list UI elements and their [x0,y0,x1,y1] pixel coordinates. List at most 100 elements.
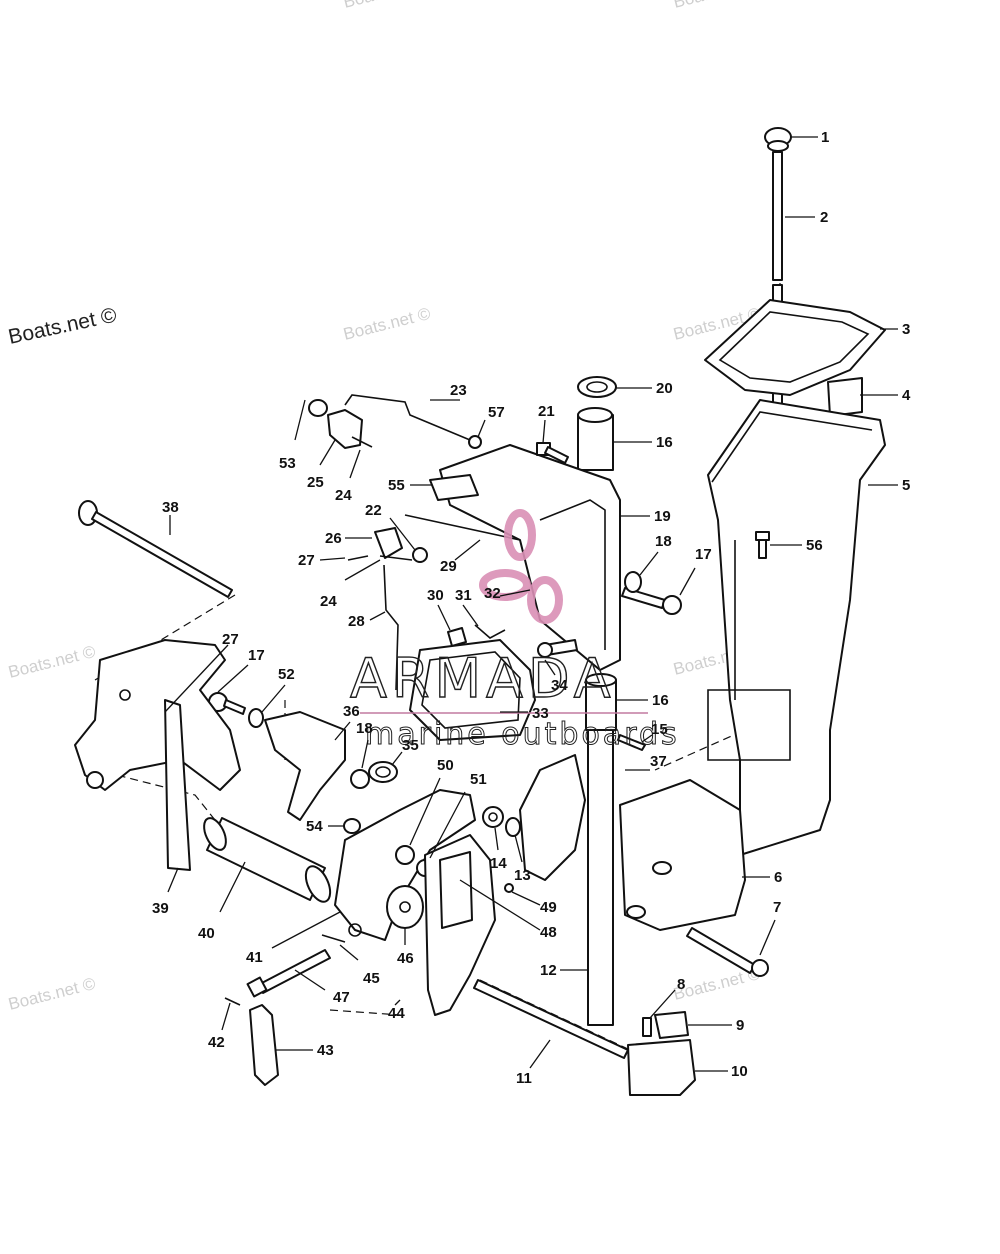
part-spring-31 [474,624,506,639]
watermark-main: Boats.net © [6,303,119,348]
callout-42: 42 [208,1034,225,1051]
callout-11: 11 [516,1070,532,1087]
brand-tagline: marine outboards [365,717,680,752]
callout-51: 51 [470,771,487,788]
callout-7: 7 [773,899,781,916]
part-grommet-1 [764,127,792,152]
part-washer-13 [505,817,521,837]
part-gasket-3 [704,299,886,396]
callout-48: 48 [540,924,557,941]
part-screw-49 [504,883,514,893]
callout-30: 30 [427,587,444,604]
part-bushing-16b [585,679,617,731]
callout-17: 17 [695,546,712,563]
callout-20: 20 [656,380,673,397]
watermark: Boats.net © [341,0,432,12]
callout-52: 52 [278,666,295,683]
part-washer-18-b [350,769,370,789]
callout-33: 33 [532,705,549,722]
callout-6: 6 [774,869,782,886]
part-washer-30 [447,627,467,647]
callout-19: 19 [654,508,671,525]
callout-27b: 27 [222,631,239,648]
part-cylinder-40 [203,817,332,903]
callout-1: 1 [821,129,829,146]
part-plate-4 [827,377,863,417]
part-nut-14 [482,806,504,828]
part-latch-55 [429,474,479,501]
part-bolt-17 [621,587,682,615]
callout-26: 26 [325,530,342,547]
callout-47: 47 [333,989,350,1006]
watermark: Boats.net © [671,0,762,12]
callout-21: 21 [538,403,555,420]
callout-25: 25 [307,474,324,491]
part-plate-39 [164,699,191,871]
part-clamp-bracket-right [519,754,586,881]
callout-32: 32 [484,585,501,602]
brand-propeller-icon [479,509,563,624]
part-bolt-7 [686,927,769,977]
part-pin-24-top [351,436,373,448]
part-knob-46 [386,885,424,929]
callout-41: 41 [246,949,263,966]
callout-17b: 17 [248,647,265,664]
part-clip-9 [654,1011,689,1039]
callout-27: 27 [298,552,315,569]
callout-18b: 18 [356,720,373,737]
part-pin-11 [473,979,629,1059]
callout-5: 5 [902,477,910,494]
callout-37: 37 [650,753,667,770]
callout-55: 55 [388,477,405,494]
callout-31: 31 [455,587,472,604]
part-link-28 [383,564,399,691]
part-washer-20 [577,376,617,398]
callout-24b: 24 [335,487,352,504]
brand-logo: ARMADA marine outboards [349,509,680,753]
callout-45: 45 [363,970,380,987]
part-nut-57 [468,435,482,449]
callout-34: 34 [551,677,568,694]
callouts: 1 2 3 4 5 6 7 8 9 10 11 12 13 14 15 16 1 [152,129,911,1087]
callout-39: 39 [152,900,169,917]
part-bolt-21 [536,442,569,464]
part-pin-8 [642,1017,652,1037]
watermark: Boats.net © [6,974,97,1014]
part-spring-35 [368,761,398,783]
part-pin-42 [224,997,241,1006]
callout-28: 28 [348,613,365,630]
part-hook-bracket-36 [264,711,346,821]
callout-3: 3 [902,321,910,338]
callout-22: 22 [365,502,382,519]
part-handle-43 [249,1004,279,1086]
callout-24: 24 [320,593,337,610]
callout-56: 56 [806,537,823,554]
callout-16b: 16 [652,692,669,709]
part-clamp-bracket-27 [74,639,241,791]
brand-name: ARMADA [350,647,616,710]
part-bolt-38 [78,500,233,598]
part-pin-45 [321,934,346,943]
part-swivel-bracket-19 [439,444,621,671]
callout-36: 36 [343,703,360,720]
callout-50: 50 [437,757,454,774]
callout-18: 18 [655,533,672,550]
part-washer-52 [248,708,264,728]
part-rod-29 [404,514,521,541]
part-bolt-56 [755,531,770,559]
callout-4: 4 [902,387,911,404]
part-screw-47 [246,949,331,998]
part-plate-48 [439,851,473,929]
part-pin-27-top [347,555,369,561]
callout-15: 15 [651,721,668,738]
part-tilt-lock-33 [409,639,536,741]
part-washer-53 [308,399,328,417]
callout-46: 46 [397,950,414,967]
callout-2: 2 [820,209,828,226]
callout-16: 16 [656,434,673,451]
part-washer-50 [395,845,415,865]
part-rod-24 [379,555,413,561]
callout-49: 49 [540,899,557,916]
part-washer-22 [412,547,428,563]
